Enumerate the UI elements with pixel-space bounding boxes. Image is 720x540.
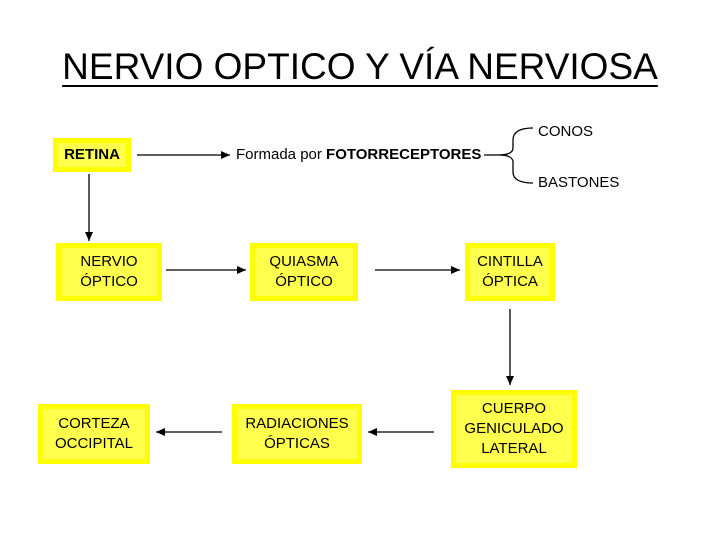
node-corteza-occipital: CORTEZA OCCIPITAL — [38, 404, 150, 464]
node-quiasma-optico: QUIASMA ÓPTICO — [250, 243, 358, 301]
node-radiaciones-opticas: RADIACIONES ÓPTICAS — [232, 404, 362, 464]
node-nervio-optico: NERVIO ÓPTICO — [56, 243, 162, 301]
photoreceptors-bold: FOTORRECEPTORES — [326, 146, 482, 163]
node-cintilla-optica-label: CINTILLA ÓPTICA — [477, 253, 543, 290]
photoreceptors-prefix: Formada por — [236, 146, 327, 163]
node-cuerpo-geniculado: CUERPO GENICULADO LATERAL — [451, 390, 577, 468]
node-bastones: BASTONES — [538, 174, 620, 191]
diagram-title: NERVIO OPTICO Y VÍA NERVIOSA — [62, 46, 658, 87]
node-cintilla-optica: CINTILLA ÓPTICA — [465, 243, 555, 301]
node-photoreceptors: Formada por FOTORRECEPTORES — [236, 145, 481, 165]
node-radiaciones-opticas-label: RADIACIONES ÓPTICAS — [245, 415, 349, 452]
node-retina: RETINA — [53, 138, 131, 172]
node-corteza-occipital-label: CORTEZA OCCIPITAL — [54, 415, 134, 452]
brace-conos-bastones — [484, 127, 534, 184]
node-nervio-optico-label: NERVIO ÓPTICO — [80, 253, 138, 290]
node-retina-label: RETINA — [64, 146, 120, 163]
node-quiasma-optico-label: QUIASMA ÓPTICO — [269, 253, 339, 290]
node-conos: CONOS — [538, 123, 594, 140]
node-cuerpo-geniculado-label: CUERPO GENICULADO LATERAL — [464, 400, 564, 457]
